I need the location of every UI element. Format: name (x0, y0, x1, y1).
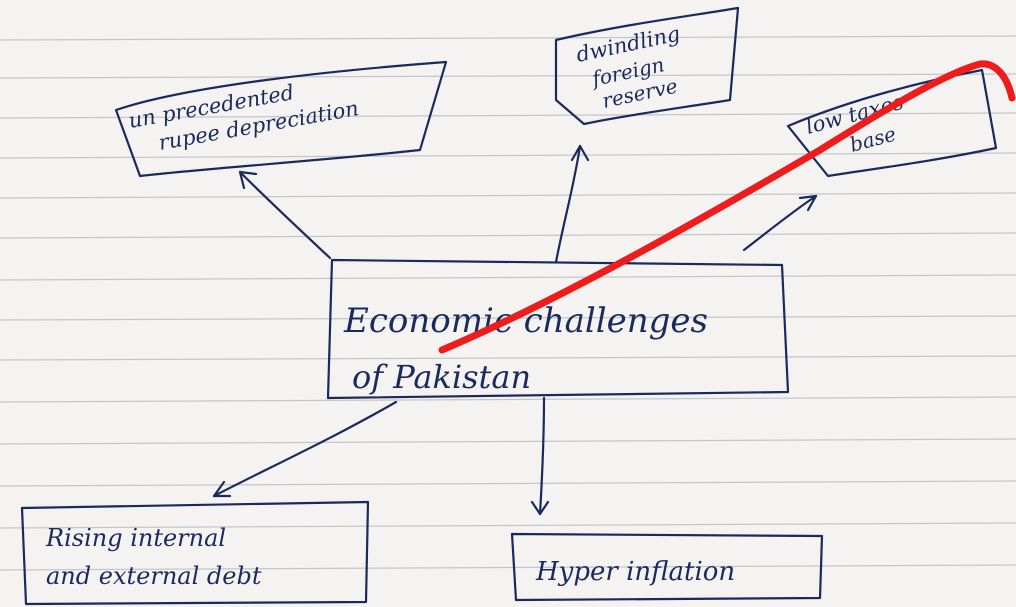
node-tax-base: low taxes base (786, 68, 998, 178)
arrow-to-tax (742, 194, 818, 252)
center-box (326, 258, 790, 400)
node-box (20, 500, 370, 606)
node-box (786, 68, 998, 178)
node-label-line1: Hyper inflation (535, 557, 735, 587)
node-inflation: Hyper inflation (510, 532, 824, 602)
node-box (510, 532, 824, 602)
node-label-line2: and external debt (46, 562, 262, 590)
arrow-to-rupee (238, 170, 332, 260)
arrow-to-debt (212, 400, 398, 498)
node-forex-reserve: dwindling foreign reserve (554, 6, 740, 126)
node-rupee-depreciation: un precedented rupee depreciation (114, 60, 448, 178)
node-label-line1: Rising internal (45, 524, 226, 552)
arrow-to-inflation (530, 396, 550, 516)
arrows (212, 144, 818, 516)
red-correction-mark (438, 60, 1016, 354)
center-node: Economic challenges of Pakistan (326, 258, 790, 400)
ruled-lines (0, 35, 1016, 571)
node-box (114, 60, 448, 178)
node-debt: Rising internal and external debt (20, 500, 370, 606)
arrow-to-forex (554, 144, 590, 264)
center-label-line2: of Pakistan (352, 358, 531, 396)
node-box (554, 6, 740, 126)
center-label-line1: Economic challenges (343, 301, 708, 341)
